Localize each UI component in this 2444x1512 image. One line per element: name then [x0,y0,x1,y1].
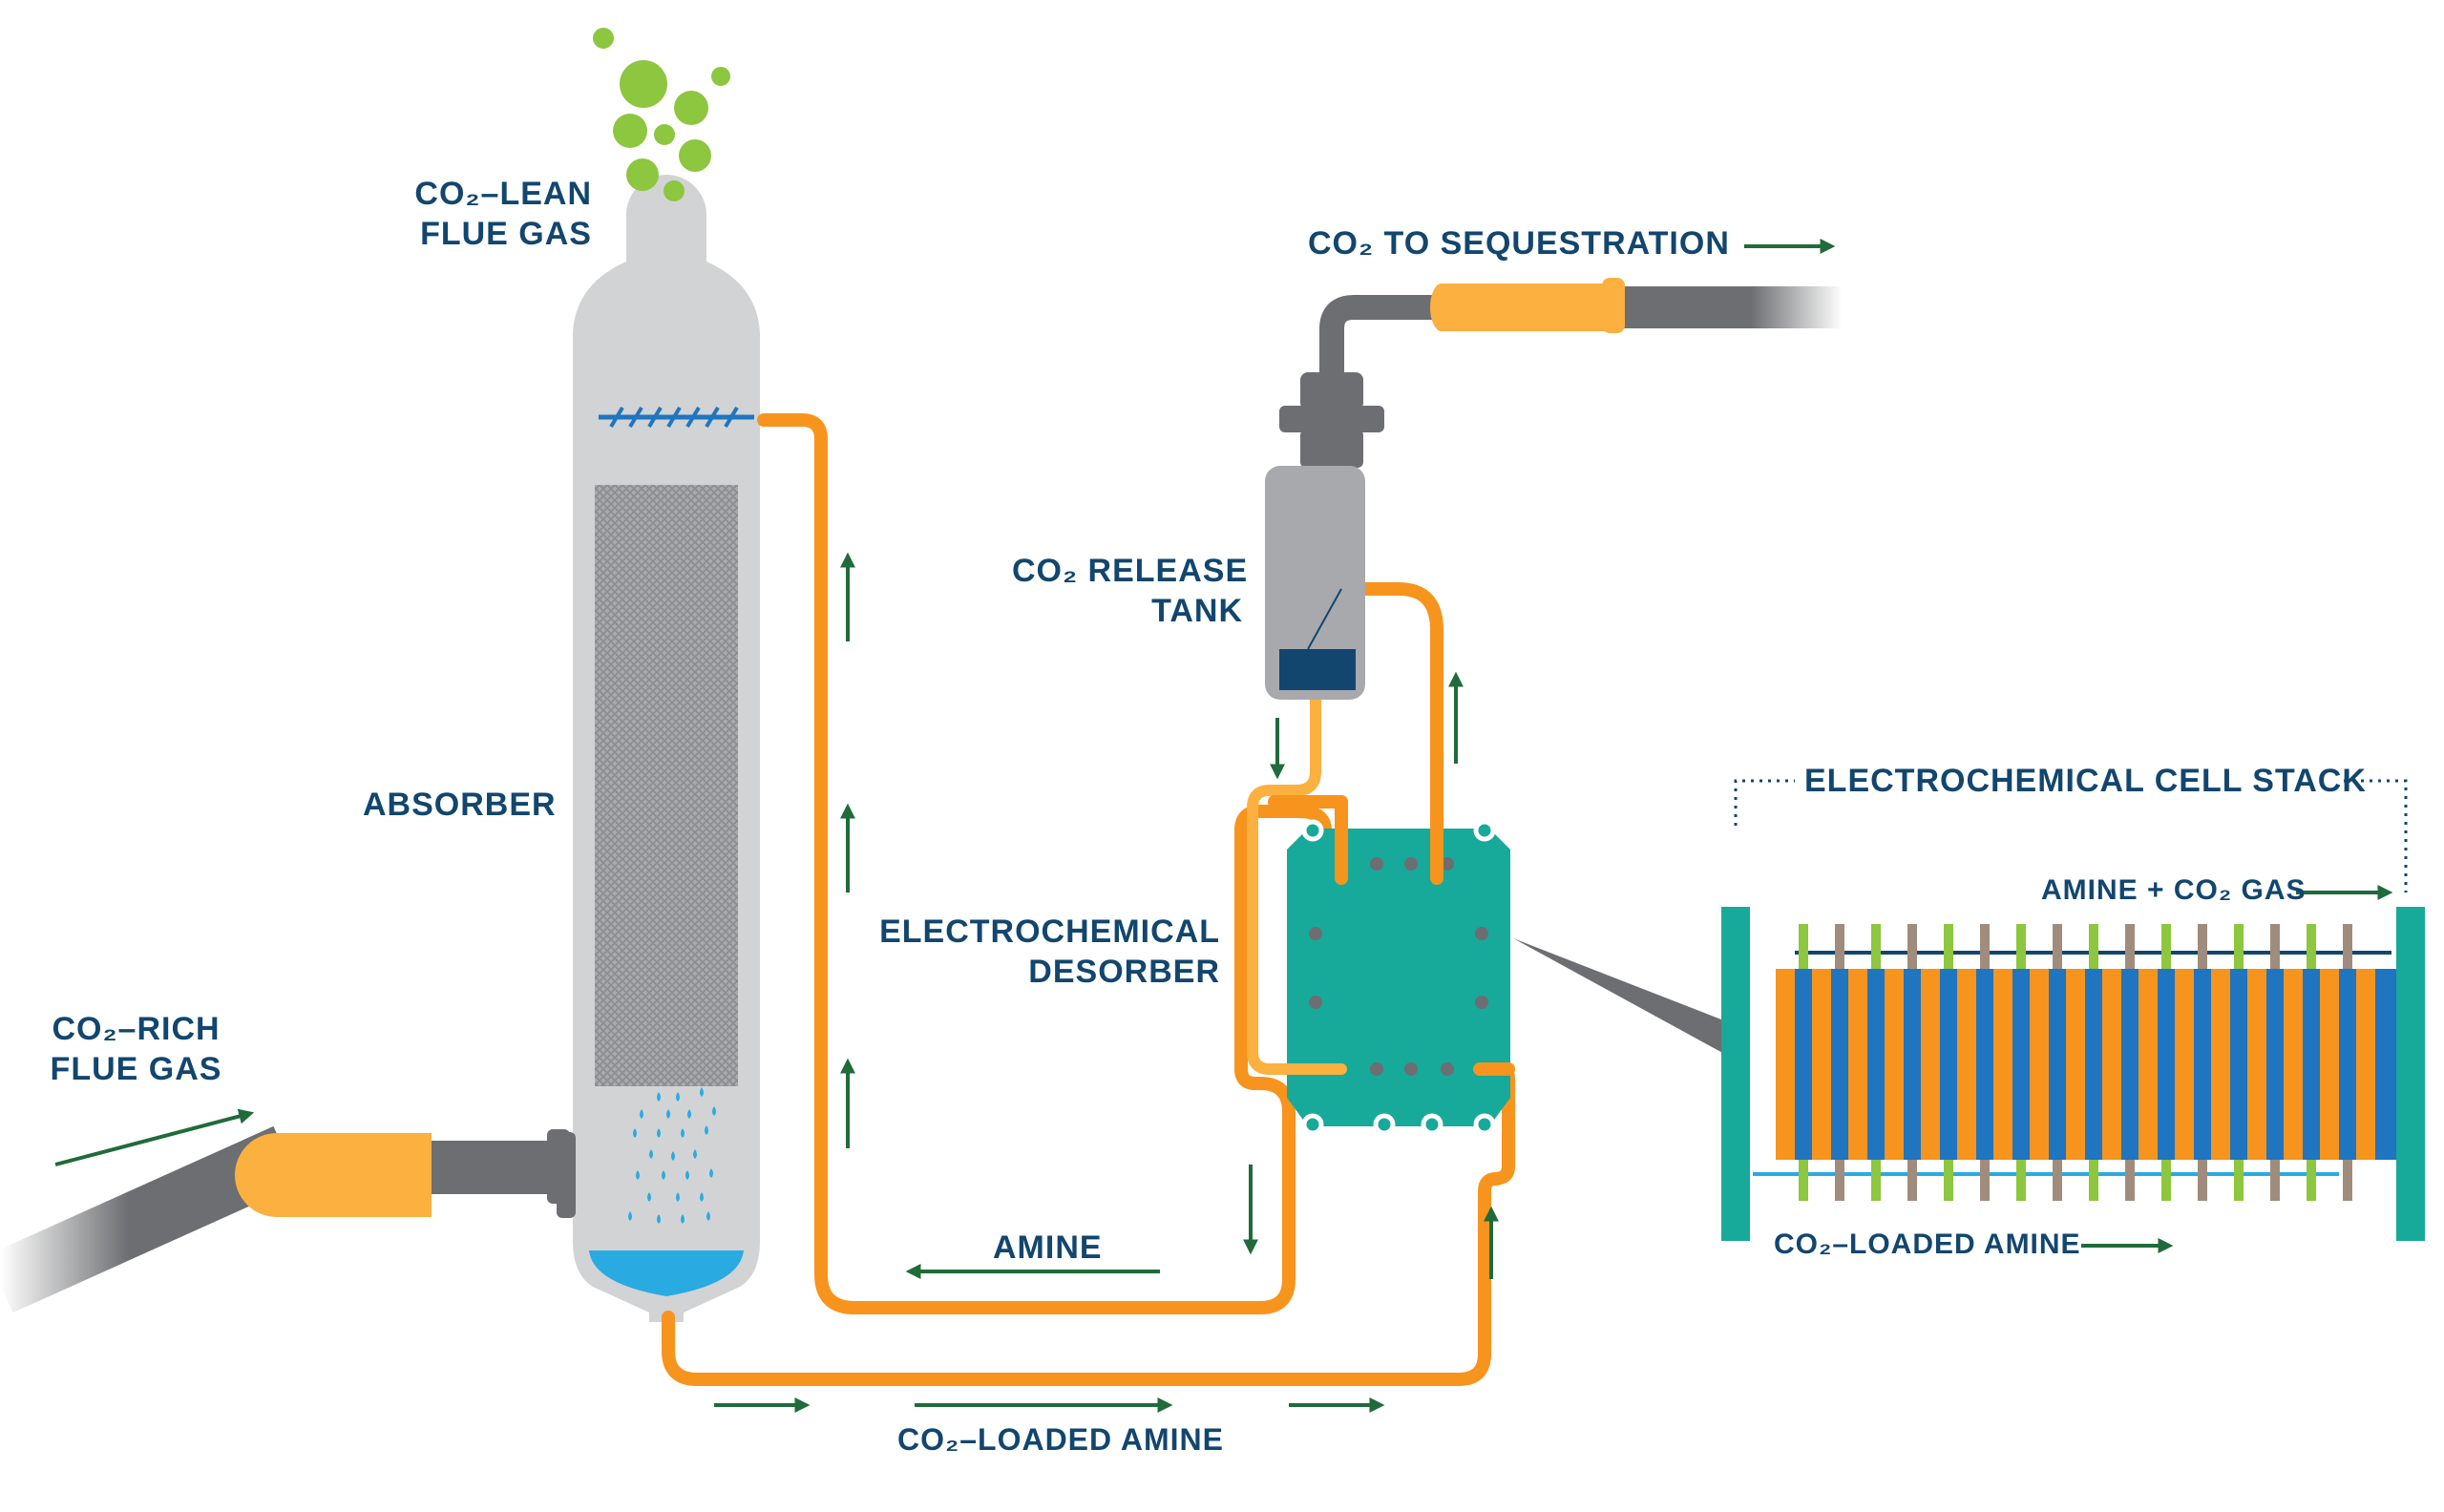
droplet-icon [705,1125,708,1135]
arrow-right-icon [54,1108,255,1166]
droplet-icon [676,1092,680,1102]
cell-plate-orange [2030,969,2051,1160]
rich-flue-gas-label: CO₂–RICH FLUE GAS [50,1011,222,1087]
packing-bed [595,485,738,1086]
cell-plate-blue [2375,969,2396,1160]
droplet-icon [628,1211,632,1221]
absorber-vessel [557,175,760,1322]
droplet-icon [687,1109,691,1119]
droplet-icon [681,1214,685,1224]
droplet-icon [662,1170,665,1180]
flue-gas-inlet-pipe [0,1125,570,1313]
cell-plate-blue [2266,969,2287,1160]
cell-stack-title: ELECTROCHEMICAL CELL STACK [1804,763,2367,799]
cell-plate-orange [1776,969,1797,1160]
droplet-icon [712,1106,716,1116]
droplet-icon [649,1149,653,1159]
cell-plate-blue [1976,969,1997,1160]
cell-plate-blue [1867,969,1888,1160]
droplet-icon [636,1170,640,1180]
droplet-icon [657,1128,661,1138]
lean-flue-gas-label: CO₂–LEAN FLUE GAS [414,176,592,252]
cell-plate-blue [2303,969,2324,1160]
cell-plate-orange [2102,969,2123,1160]
loaded-amine-label: CO₂–LOADED AMINE [897,1422,1224,1457]
droplet-icon [647,1192,651,1202]
amine-sump [589,1250,744,1296]
droplet-icon [657,1214,661,1224]
stack-loaded-amine-label: CO₂–LOADED AMINE [1774,1228,2081,1260]
droplet-icon [640,1109,643,1119]
cell-plate-blue [2194,969,2215,1160]
cell-plate-orange [2066,969,2087,1160]
droplet-icon [709,1168,713,1178]
co2-release-tank [1265,278,1843,700]
cell-plate-orange [2211,969,2232,1160]
liquid-distributor [599,406,754,429]
desorber-label: ELECTROCHEMICAL DESORBER [879,914,1220,990]
cell-plate-orange [1848,969,1869,1160]
droplet-icon [633,1128,637,1138]
flow-arrows [54,239,2393,1413]
electrochemical-desorber [1264,795,1515,1136]
cell-plate-blue [2230,969,2251,1160]
cell-plate-orange [1885,969,1906,1160]
sequestration-label: CO₂ TO SEQUESTRATION [1308,225,1730,262]
cell-plate-orange [2320,969,2341,1160]
droplet-icon [685,1170,689,1180]
cell-plate-blue [2339,969,2360,1160]
cell-plate-blue [2049,969,2070,1160]
droplet-icon [666,1109,670,1119]
absorber-label: ABSORBER [363,787,557,823]
release-tank-label: CO₂ RELEASE TANK [1012,553,1249,629]
cell-plate-orange [2356,969,2377,1160]
cell-plate-blue [2012,969,2033,1160]
cell-plate-orange [1812,969,1833,1160]
cell-plate-orange [2138,969,2160,1160]
droplet-icon [693,1149,697,1159]
droplet-icon [676,1192,680,1202]
droplet-icon [700,1087,704,1097]
droplet-icon [681,1128,685,1138]
droplets [628,1087,716,1224]
cell-plate-orange [1957,969,1978,1160]
bubble-icon [593,28,730,201]
cell-plate-orange [2284,969,2305,1160]
cell-plate-orange [2175,969,2196,1160]
cell-plate-orange [2247,969,2268,1160]
cell-plate-orange [1921,969,1942,1160]
droplet-icon [671,1151,675,1161]
cell-plate-blue [1904,969,1925,1160]
cell-plate-orange [1993,969,2014,1160]
droplet-icon [657,1092,661,1102]
amine-co2-gas-label: AMINE + CO₂ GAS [2041,874,2307,906]
droplet-icon [700,1192,704,1202]
cell-plate-blue [1831,969,1852,1160]
cell-plate-blue [2158,969,2179,1160]
cell-plate-blue [2121,969,2142,1160]
amine-label: AMINE [993,1229,1103,1266]
cell-plate-blue [1795,969,1816,1160]
cell-plate-blue [2085,969,2106,1160]
electrochemical-cell-stack [1513,779,2425,1241]
droplet-icon [706,1211,710,1221]
cell-plate-blue [1940,969,1961,1160]
